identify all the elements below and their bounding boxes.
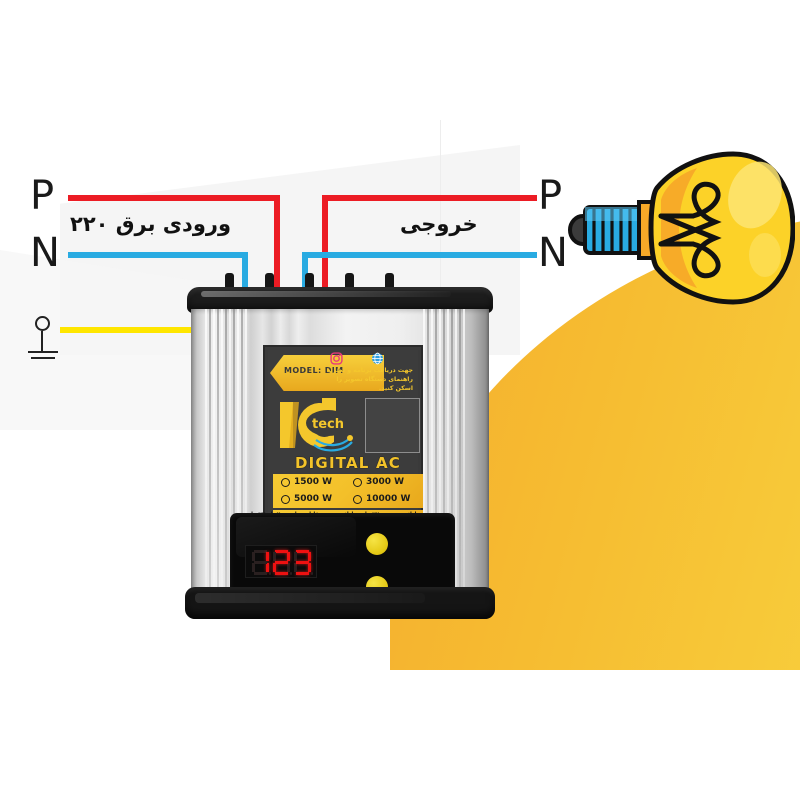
scan-instruction-line1: جهت دریافت برنامه و نظریه [326,367,413,374]
scan-instruction: جهت دریافت برنامه و نظریه راهنمای دستگاه… [321,366,413,393]
power-option-label: 10000 W [366,494,411,504]
power-option-radio[interactable] [353,477,362,487]
terminal-post [305,273,314,289]
background-divider-line [440,120,441,350]
power-option-label: 1500 W [294,477,333,487]
display-digit [251,550,271,575]
brand-logo: tech [280,398,353,452]
terminal-post [265,273,274,289]
instagram-icon [330,352,343,365]
power-options-box: 1500 W 3000 W 5000 W 10000 W [273,474,423,508]
output-neutral-wire-drop [302,252,308,287]
output-phase-wire-drop [322,195,328,287]
scan-instruction-line2: راهنمای دستگاه تصویر را اسکن کنید. [336,376,413,392]
output-phase-wire [322,195,537,201]
input-caption: ورودی برق ۲۲۰ [70,212,232,236]
ground-icon [28,316,62,362]
qr-code-placeholder [365,398,420,453]
ground-wire [60,327,195,333]
ac-dimmer-device: MODEL: DIM [185,273,495,632]
power-option-label: 5000 W [294,494,333,504]
input-neutral-wire [68,252,248,258]
model-arrow-banner [270,355,384,391]
input-phase-wire-drop [274,195,280,287]
input-neutral-wire-drop [242,252,248,287]
display-digit [293,550,313,575]
output-neutral-wire [302,252,537,258]
output-phase-label: P [538,173,563,219]
output-neutral-label: N [538,230,568,276]
globe-icon [372,352,383,365]
terminal-post [345,273,354,289]
output-caption: خروجی [400,212,478,236]
input-phase-label: P [30,173,55,219]
svg-text:tech: tech [312,417,344,432]
device-base [185,587,495,619]
terminal-post [385,273,394,289]
input-neutral-label: N [30,230,60,276]
seven-segment-display [245,545,317,578]
display-digit [272,550,292,575]
power-option-radio[interactable] [353,494,362,504]
power-option-radio[interactable] [281,494,290,504]
terminal-post [225,273,234,289]
power-option-radio[interactable] [281,477,290,487]
light-bulb-icon [568,151,795,305]
model-text: MODEL: DIM [284,366,344,375]
input-phase-wire [68,195,280,201]
up-button[interactable] [366,533,388,555]
power-option-label: 3000 W [366,477,405,487]
device-top-cap [187,287,493,313]
